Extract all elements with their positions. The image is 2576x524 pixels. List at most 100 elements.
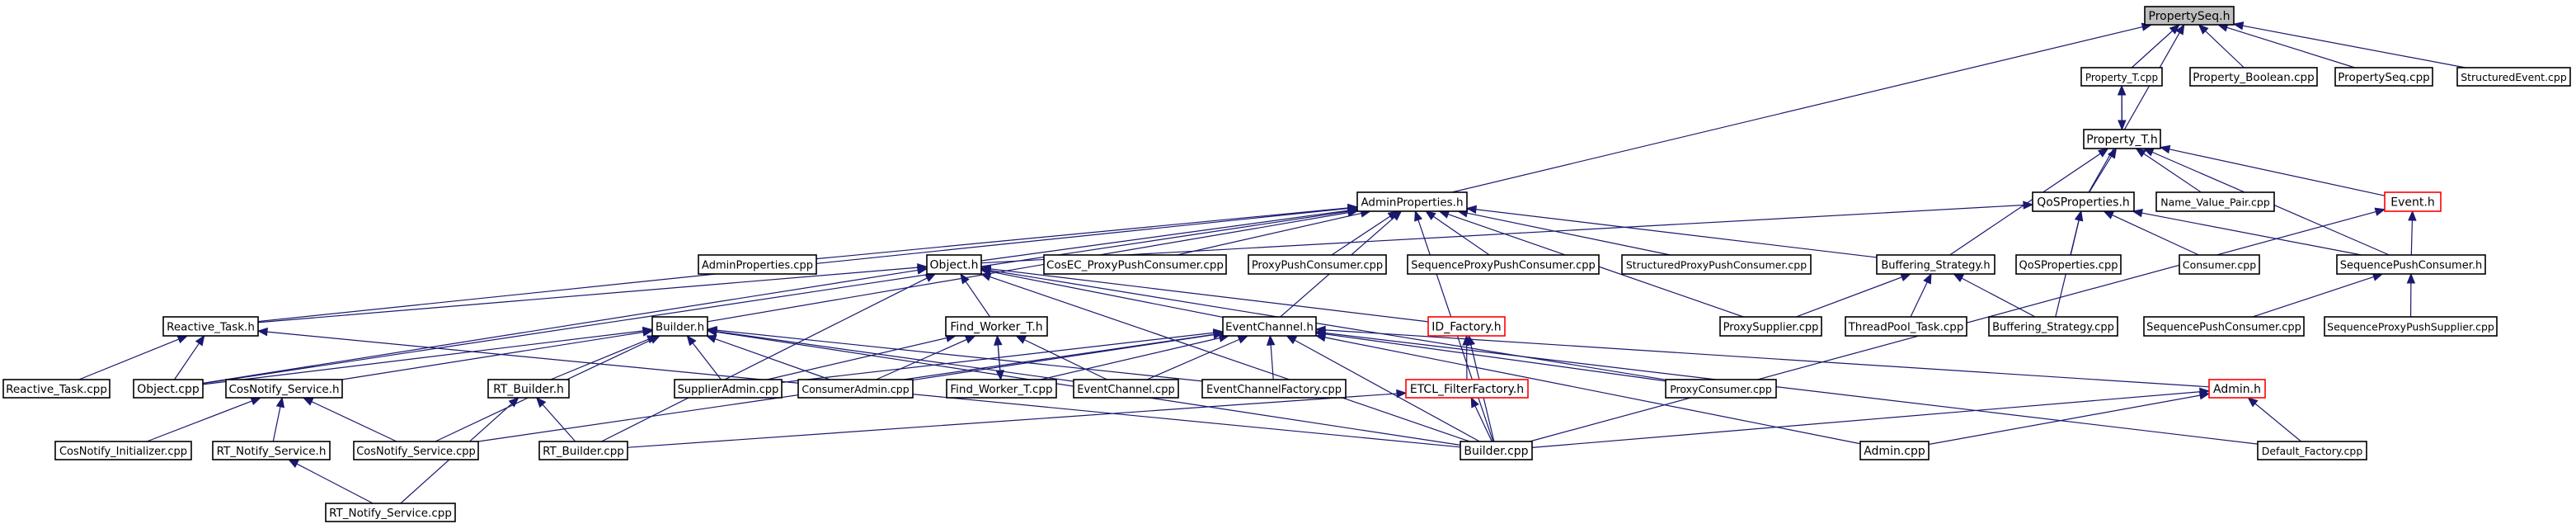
node-box[interactable] <box>2143 316 2305 337</box>
node-box[interactable] <box>1407 254 1600 275</box>
node-box[interactable] <box>674 379 783 399</box>
node-box[interactable] <box>1405 379 1529 399</box>
node-box[interactable] <box>2456 67 2571 87</box>
node-box[interactable] <box>538 441 628 460</box>
node-admin-cpp[interactable]: Admin.cpp <box>1859 441 1930 460</box>
node-box[interactable] <box>1665 379 1777 399</box>
node-proxyconsumer-cpp[interactable]: ProxyConsumer.cpp <box>1665 379 1777 399</box>
node-cosnotify-service-h[interactable]: CosNotify_Service.h <box>225 379 343 399</box>
node-box[interactable] <box>797 379 914 399</box>
node-box[interactable] <box>325 503 456 522</box>
node-box[interactable] <box>2336 254 2486 275</box>
node-propertyseq-cpp[interactable]: PropertySeq.cpp <box>2334 67 2433 87</box>
node-box[interactable] <box>212 441 331 460</box>
node-box[interactable] <box>651 316 708 337</box>
node-box[interactable] <box>698 254 817 275</box>
node-cosec-proxypushconsumer-cpp[interactable]: CosEC_ProxyPushConsumer.cpp <box>1043 254 1227 275</box>
node-box[interactable] <box>946 379 1057 399</box>
node-rt-builder-h[interactable]: RT_Builder.h <box>487 379 570 399</box>
node-builder-h[interactable]: Builder.h <box>651 316 708 337</box>
node-box[interactable] <box>2189 67 2318 87</box>
node-admin-h[interactable]: Admin.h <box>2208 379 2266 399</box>
node-adminproperties-h[interactable]: AdminProperties.h <box>1356 191 1468 212</box>
node-sequencepushconsumer-cpp[interactable]: SequencePushConsumer.cpp <box>2143 316 2305 337</box>
node-box[interactable] <box>2032 191 2135 212</box>
node-box[interactable] <box>54 441 192 460</box>
node-box[interactable] <box>225 379 343 399</box>
node-consumeradmin-cpp[interactable]: ConsumerAdmin.cpp <box>797 379 914 399</box>
node-box[interactable] <box>1427 316 1506 337</box>
node-box[interactable] <box>2080 67 2163 87</box>
node-box[interactable] <box>1043 254 1227 275</box>
node-box[interactable] <box>2324 316 2498 337</box>
node-rt-notify-service-cpp[interactable]: RT_Notify_Service.cpp <box>325 503 456 522</box>
node-box[interactable] <box>1621 254 1812 275</box>
node-eventchannelfactory-cpp[interactable]: EventChannelFactory.cpp <box>1201 379 1347 399</box>
node-box[interactable] <box>2179 254 2260 275</box>
node-box[interactable] <box>2144 6 2235 26</box>
node-event-h[interactable]: Event.h <box>2384 191 2442 212</box>
node-structuredproxypushconsumer-cpp[interactable]: StructuredProxyPushConsumer.cpp <box>1621 254 1812 275</box>
node-box[interactable] <box>1460 441 1533 460</box>
node-sequenceproxypushconsumer-cpp[interactable]: SequenceProxyPushConsumer.cpp <box>1407 254 1600 275</box>
node-box[interactable] <box>1248 254 1387 275</box>
node-box[interactable] <box>2 379 110 399</box>
node-box[interactable] <box>1356 191 1468 212</box>
node-supplieradmin-cpp[interactable]: SupplierAdmin.cpp <box>674 379 783 399</box>
node-threadpool-task-cpp[interactable]: ThreadPool_Task.cpp <box>1845 316 1967 337</box>
node-find-worker-t-h[interactable]: Find_Worker_T.h <box>945 316 1048 337</box>
node-builder-cpp[interactable]: Builder.cpp <box>1460 441 1533 460</box>
node-proxysupplier-cpp[interactable]: ProxySupplier.cpp <box>1719 316 1822 337</box>
node-object-h[interactable]: Object.h <box>926 254 982 275</box>
node-reactive-task-cpp[interactable]: Reactive_Task.cpp <box>2 379 110 399</box>
node-default-factory-cpp[interactable]: Default_Factory.cpp <box>2257 441 2367 460</box>
node-qosproperties-cpp[interactable]: QoSProperties.cpp <box>2015 254 2122 275</box>
node-box[interactable] <box>2257 441 2367 460</box>
node-property-t-h[interactable]: Property_T.h <box>2083 129 2161 149</box>
node-box[interactable] <box>1201 379 1347 399</box>
node-name-value-pair-cpp[interactable]: Name_Value_Pair.cpp <box>2155 191 2275 212</box>
node-find-worker-t-cpp[interactable]: Find_Worker_T.cpp <box>946 379 1057 399</box>
node-box[interactable] <box>133 379 204 399</box>
node-box[interactable] <box>2384 191 2442 212</box>
node-box[interactable] <box>1988 316 2118 337</box>
node-eventchannel-h[interactable]: EventChannel.h <box>1222 316 1317 337</box>
node-reactive-task-h[interactable]: Reactive_Task.h <box>162 316 259 337</box>
node-buffering-strategy-h[interactable]: Buffering_Strategy.h <box>1876 254 1995 275</box>
node-proxypushconsumer-cpp[interactable]: ProxyPushConsumer.cpp <box>1248 254 1387 275</box>
node-buffering-strategy-cpp[interactable]: Buffering_Strategy.cpp <box>1988 316 2118 337</box>
node-rt-builder-cpp[interactable]: RT_Builder.cpp <box>538 441 628 460</box>
node-id-factory-h[interactable]: ID_Factory.h <box>1427 316 1506 337</box>
node-etcl-filterfactory-h[interactable]: ETCL_FilterFactory.h <box>1405 379 1529 399</box>
node-cosnotify-service-cpp[interactable]: CosNotify_Service.cpp <box>353 441 479 460</box>
node-box[interactable] <box>1876 254 1995 275</box>
node-property-t-cpp[interactable]: Property_T.cpp <box>2080 67 2163 87</box>
node-sequencepushconsumer-h[interactable]: SequencePushConsumer.h <box>2336 254 2486 275</box>
node-adminproperties-cpp[interactable]: AdminProperties.cpp <box>698 254 817 275</box>
node-box[interactable] <box>1073 379 1179 399</box>
node-box[interactable] <box>487 379 570 399</box>
node-box[interactable] <box>2015 254 2122 275</box>
node-rt-notify-service-h[interactable]: RT_Notify_Service.h <box>212 441 331 460</box>
node-box[interactable] <box>2155 191 2275 212</box>
node-box[interactable] <box>1845 316 1967 337</box>
node-qosproperties-h[interactable]: QoSProperties.h <box>2032 191 2135 212</box>
node-cosnotify-initializer-cpp[interactable]: CosNotify_Initializer.cpp <box>54 441 192 460</box>
node-box[interactable] <box>1719 316 1822 337</box>
node-property-boolean-cpp[interactable]: Property_Boolean.cpp <box>2189 67 2318 87</box>
node-box[interactable] <box>1859 441 1930 460</box>
node-box[interactable] <box>162 316 259 337</box>
node-box[interactable] <box>2083 129 2161 149</box>
node-box[interactable] <box>353 441 479 460</box>
node-propertyseq-h[interactable]: PropertySeq.h <box>2144 6 2235 26</box>
node-box[interactable] <box>926 254 982 275</box>
node-box[interactable] <box>1222 316 1317 337</box>
node-structuredevent-cpp[interactable]: StructuredEvent.cpp <box>2456 67 2571 87</box>
node-box[interactable] <box>2208 379 2266 399</box>
node-eventchannel-cpp[interactable]: EventChannel.cpp <box>1073 379 1179 399</box>
node-box[interactable] <box>2334 67 2433 87</box>
node-box[interactable] <box>945 316 1048 337</box>
node-object-cpp[interactable]: Object.cpp <box>133 379 204 399</box>
node-sequenceproxypushsupplier-cpp[interactable]: SequenceProxyPushSupplier.cpp <box>2324 316 2498 337</box>
node-consumer-cpp[interactable]: Consumer.cpp <box>2179 254 2260 275</box>
